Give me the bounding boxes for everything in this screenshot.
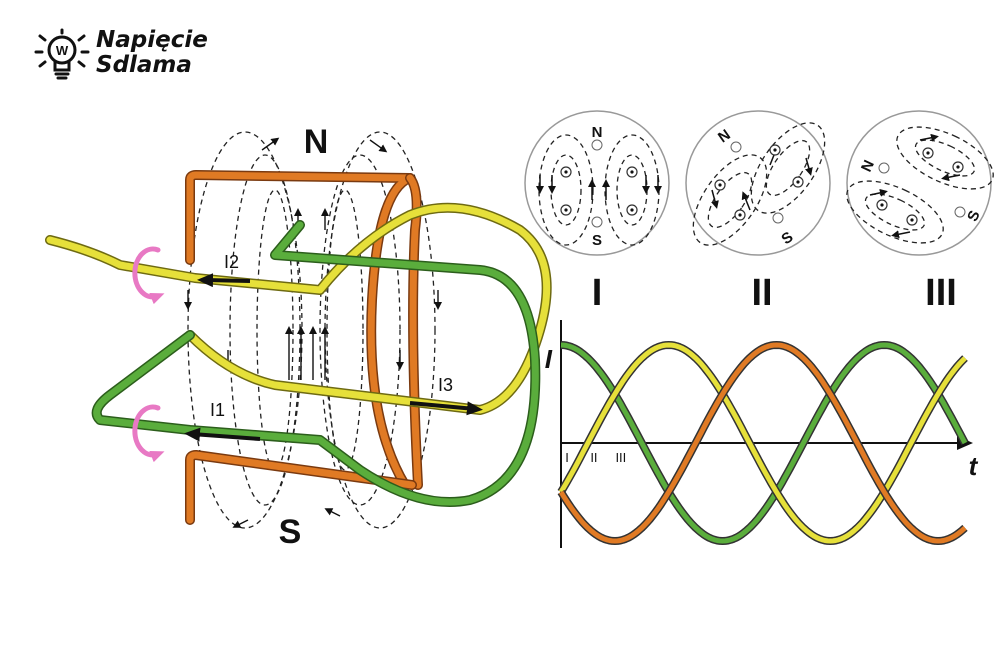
coil-phase-2	[45, 202, 552, 415]
rotation-arrow-top	[132, 246, 165, 305]
current-arrows	[184, 273, 483, 442]
stator-snapshot-1: N S	[524, 110, 670, 256]
current-label-i3: I3	[438, 375, 453, 395]
current-label-i1: I1	[210, 400, 225, 420]
logo-line-2: Sdlama	[96, 52, 192, 78]
series-line-1	[560, 342, 968, 544]
logo: W Napięcie Sdlama	[34, 28, 224, 88]
current-arrow-i2	[197, 273, 251, 288]
svg-text:W: W	[56, 43, 69, 58]
snapshot-3-label: III	[925, 272, 957, 314]
snapshot-1-label: I	[592, 272, 603, 314]
series-line-2	[558, 342, 967, 544]
pole-south-label: S	[279, 513, 302, 551]
current-arrow-i1	[184, 427, 261, 442]
pole-north-label: N	[304, 123, 329, 161]
logo-line-1: Napięcie	[96, 27, 208, 53]
coil-phase-1	[91, 220, 541, 507]
lightbulb-icon: W	[34, 28, 90, 80]
x-tick-label: I	[565, 450, 569, 465]
rotation-arrows	[132, 246, 165, 463]
current-label-i2: I2	[224, 252, 239, 272]
stator-snapshot-2: N S	[685, 110, 831, 256]
logo-text: Napięcie Sdlama	[96, 28, 208, 78]
x-tick-label: II	[590, 450, 597, 465]
snapshot-1-south: S	[592, 232, 602, 249]
current-arrow-i3	[409, 401, 483, 416]
chart-x-label: t	[969, 451, 979, 481]
snapshot-1-north: N	[592, 124, 603, 141]
series-line-3	[558, 342, 967, 544]
snapshot-2-label: II	[751, 272, 772, 314]
x-tick-label: III	[615, 450, 626, 465]
stator-snapshot-3: N S	[846, 110, 994, 256]
rotation-arrow-bottom	[132, 404, 165, 463]
chart-y-label: I	[545, 344, 553, 374]
